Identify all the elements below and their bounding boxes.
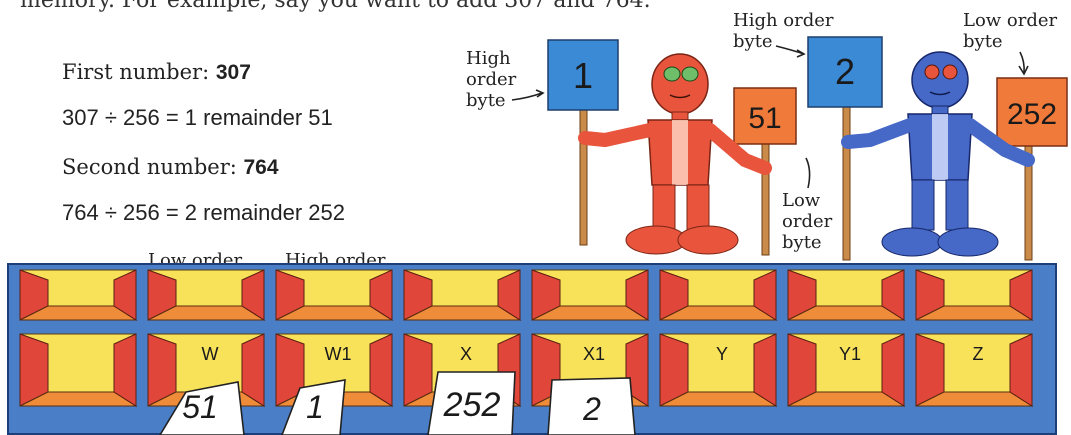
paper-1-value: 1 [306,389,324,425]
memory-cell [916,270,1032,320]
memory-cell-label: Y1 [839,344,861,364]
memory-cell-y: Y [660,334,776,406]
memory-cell [404,270,520,320]
paper-252-value: 252 [443,386,501,424]
paper-2-value: 2 [582,391,601,427]
memory-cell-label: Z [973,344,984,364]
memory-cell [788,270,904,320]
red-robot-low-value: 51 [748,102,781,135]
memory-cell [660,270,776,320]
memory-cell [532,270,648,320]
blue-robot-high-value: 2 [835,51,855,92]
memory-cell [20,334,136,406]
memory-cell-label: Y [716,344,728,364]
memory-cell-z: Z [916,334,1032,406]
memory-cell [20,270,136,320]
memory-shelf: W W1 X X1 Y Y1 Z [8,264,1056,434]
memory-cell-label: W1 [325,344,352,364]
memory-cell-label: X1 [583,344,605,364]
memory-cell [276,270,392,320]
paper-51-value: 51 [182,389,218,425]
memory-cell-y1: Y1 [788,334,904,406]
memory-cell-label: W [202,344,219,364]
blue-robot-low-value: 252 [1007,98,1057,131]
memory-cell [148,270,264,320]
memory-cell-label: X [460,344,472,364]
red-robot-high-value: 1 [573,55,593,96]
